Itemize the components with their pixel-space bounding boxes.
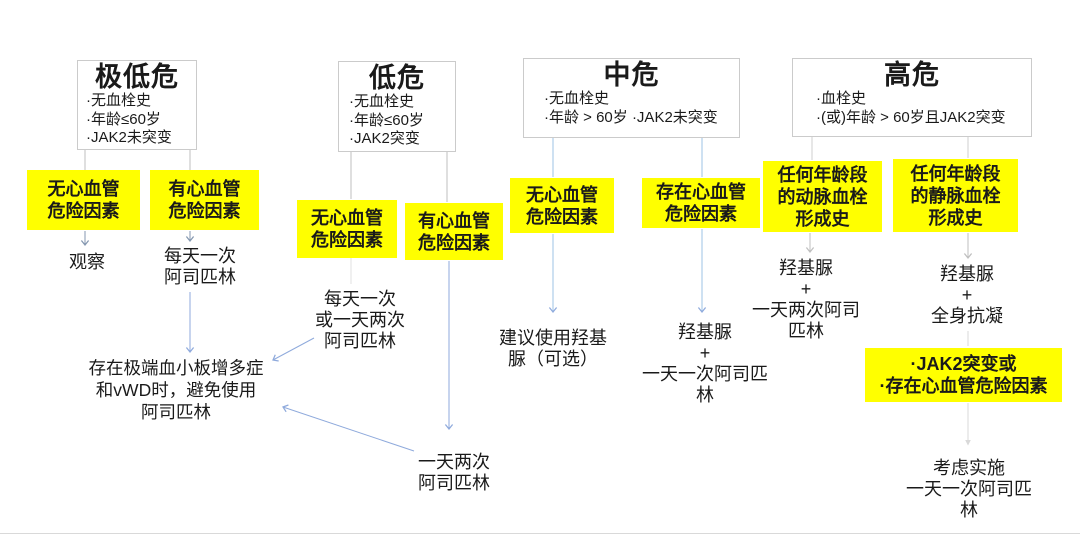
risk-group-box-very-low: 极低危 ·无血栓史 ·年龄≤60岁 ·JAK2未突变	[77, 60, 197, 150]
factor-box-cv-risk-verylow: 有心血管 危险因素	[150, 170, 259, 230]
risk-group-criteria: ·血栓史 ·(或)年龄 > 60岁且JAK2突变	[816, 90, 1006, 126]
treatment-hydroxyurea-plus-anticoagulation: 羟基脲 + 全身抗凝	[931, 264, 1003, 326]
treatment-aspirin-twice-daily: 一天两次 阿司匹林	[418, 452, 490, 493]
risk-group-box-low: 低危 ·无血栓史 ·年龄≤60岁 ·JAK2突变	[338, 61, 456, 152]
warning-note-vwd: 存在极端血小板增多症 和vWD时，避免使用 阿司匹林	[88, 358, 264, 422]
treatment-observe: 观察	[69, 252, 105, 272]
treatment-consider-aspirin-once: 考虑实施 一天一次阿司匹林	[906, 458, 1032, 520]
treatment-hydroxyurea-plus-aspirin-twice: 羟基脲 + 一天两次阿司 匹林	[752, 258, 860, 341]
factor-box-no-cv-risk-verylow: 无心血管 危险因素	[27, 170, 140, 230]
risk-group-box-intermediate: 中危 ·无血栓史 ·年龄 > 60岁 ·JAK2未突变	[523, 58, 740, 138]
risk-group-title: 高危	[884, 60, 940, 90]
factor-box-jak2-or-cv-risk: ·JAK2突变或 ·存在心血管危险因素	[865, 348, 1062, 402]
risk-group-criteria: ·无血栓史 ·年龄 > 60岁 ·JAK2未突变	[544, 90, 718, 126]
arrow-diagonal	[272, 337, 315, 362]
risk-group-title: 中危	[603, 60, 660, 90]
treatment-hydroxyurea-plus-aspirin-once: 羟基脲 + 一天一次阿司匹林	[642, 322, 768, 405]
risk-group-criteria: ·无血栓史 ·年龄≤60岁 ·JAK2突变	[349, 93, 424, 147]
arrow-diagonal	[282, 404, 415, 452]
page-bottom-rule	[0, 533, 1080, 534]
risk-group-criteria: ·无血栓史 ·年龄≤60岁 ·JAK2未突变	[86, 92, 172, 146]
factor-box-no-cv-risk-mid: 无心血管 危险因素	[510, 178, 614, 233]
treatment-aspirin-once-daily: 每天一次 阿司匹林	[164, 246, 236, 287]
factor-box-venous-thrombosis: 任何年龄段 的静脉血栓 形成史	[893, 159, 1018, 232]
treatment-aspirin-once-or-twice: 每天一次 或一天两次 阿司匹林	[315, 289, 405, 351]
factor-box-no-cv-risk-low: 无心血管 危险因素	[297, 200, 397, 258]
factor-box-arterial-thrombosis: 任何年龄段 的动脉血栓 形成史	[763, 161, 882, 232]
risk-group-box-high: 高危 ·血栓史 ·(或)年龄 > 60岁且JAK2突变	[792, 58, 1032, 137]
risk-group-title: 极低危	[95, 62, 179, 92]
treatment-hydroxyurea-optional: 建议使用羟基 脲（可选）	[499, 328, 607, 369]
factor-box-cv-risk-mid: 存在心血管 危险因素	[642, 178, 760, 228]
risk-group-title: 低危	[369, 63, 425, 93]
factor-box-cv-risk-low: 有心血管 危险因素	[405, 203, 503, 260]
